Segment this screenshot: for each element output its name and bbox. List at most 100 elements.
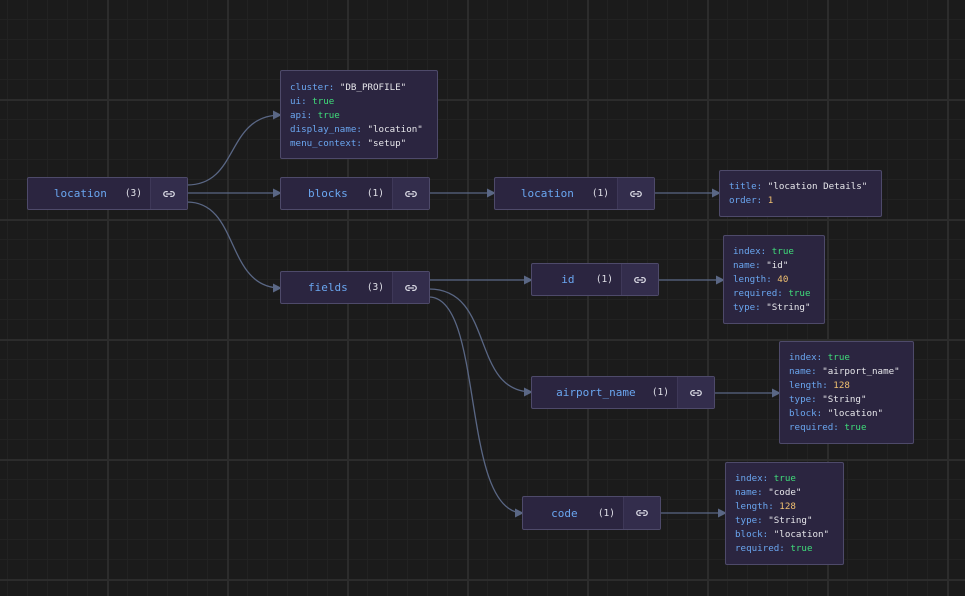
prop-row: display_name: "location" bbox=[290, 123, 428, 137]
prop-row: ui: true bbox=[290, 95, 428, 109]
prop-key: length: bbox=[789, 379, 828, 391]
prop-value: "DB_PROFILE" bbox=[339, 82, 407, 93]
prop-value: true bbox=[790, 542, 813, 554]
prop-value: "code" bbox=[768, 486, 802, 498]
link-icon[interactable] bbox=[150, 178, 187, 209]
prop-row: cluster: "DB_PROFILE" bbox=[290, 81, 428, 95]
prop-key: cluster: bbox=[290, 82, 335, 93]
prop-key: length: bbox=[735, 500, 774, 512]
prop-row: length: 128 bbox=[789, 379, 904, 393]
prop-value: "setup" bbox=[367, 137, 407, 149]
node-count: (1) bbox=[366, 188, 384, 199]
prop-row: type: "String" bbox=[789, 393, 904, 407]
prop-value: true bbox=[844, 421, 867, 433]
prop-row: length: 40 bbox=[733, 273, 815, 287]
prop-row: name: "id" bbox=[733, 259, 815, 273]
prop-row: name: "airport_name" bbox=[789, 365, 904, 379]
prop-row: length: 128 bbox=[735, 500, 834, 514]
prop-row: name: "code" bbox=[735, 486, 834, 500]
prop-value: true bbox=[788, 287, 811, 299]
prop-key: required: bbox=[789, 421, 839, 433]
prop-value: "id" bbox=[766, 259, 789, 271]
node-label: location bbox=[520, 187, 574, 200]
prop-value: "location Details" bbox=[767, 181, 868, 192]
prop-key: type: bbox=[733, 301, 761, 313]
node-count: (3) bbox=[366, 282, 384, 293]
node-block-location[interactable]: location (1) bbox=[494, 177, 655, 210]
prop-value: true bbox=[317, 109, 340, 121]
prop-key: required: bbox=[735, 542, 785, 554]
prop-row: required: true bbox=[735, 542, 834, 556]
prop-row: type: "String" bbox=[735, 514, 834, 528]
node-fields[interactable]: fields(3) bbox=[280, 271, 430, 304]
link-icon[interactable] bbox=[677, 377, 714, 408]
prop-key: type: bbox=[735, 514, 763, 526]
node-label: airport_name bbox=[556, 386, 636, 399]
props-block-location: title: "location Details"order: 1 bbox=[719, 170, 882, 217]
node-label: id bbox=[561, 273, 575, 286]
edge-fields-code bbox=[428, 296, 524, 518]
prop-value: 128 bbox=[779, 500, 796, 512]
link-icon[interactable] bbox=[617, 178, 654, 209]
prop-value: "location" bbox=[827, 407, 884, 419]
prop-row: title: "location Details" bbox=[729, 180, 872, 194]
prop-row: api: true bbox=[290, 109, 428, 123]
link-icon[interactable] bbox=[392, 272, 429, 303]
node-count: (1) bbox=[597, 507, 615, 519]
prop-row: required: true bbox=[733, 287, 815, 301]
node-label: location bbox=[53, 187, 107, 200]
edge-fields-airport-name bbox=[428, 288, 533, 397]
prop-row: required: true bbox=[789, 421, 904, 435]
prop-value: "String" bbox=[768, 514, 813, 526]
node-field-id[interactable]: id (1) bbox=[531, 263, 659, 296]
prop-row: index: true bbox=[735, 472, 834, 486]
node-field-code[interactable]: code (1) bbox=[522, 496, 661, 530]
prop-key: index: bbox=[789, 352, 823, 363]
prop-key: block: bbox=[735, 528, 769, 540]
prop-value: "location" bbox=[367, 123, 423, 135]
prop-value: 40 bbox=[777, 273, 789, 285]
prop-value: "String" bbox=[766, 301, 811, 313]
prop-key: index: bbox=[733, 246, 767, 257]
node-count: (1) bbox=[595, 274, 613, 285]
prop-key: name: bbox=[733, 259, 761, 271]
prop-value: true bbox=[312, 95, 335, 107]
prop-row: index: true bbox=[789, 351, 904, 365]
node-blocks[interactable]: blocks(1) bbox=[280, 177, 430, 210]
prop-value: true bbox=[771, 246, 794, 257]
edge-root-fields bbox=[186, 201, 282, 293]
prop-row: block: "location" bbox=[735, 528, 834, 542]
prop-value: true bbox=[773, 473, 796, 484]
link-icon[interactable] bbox=[623, 497, 660, 529]
prop-value: true bbox=[827, 352, 850, 363]
prop-value: "location" bbox=[773, 528, 830, 540]
prop-row: type: "String" bbox=[733, 301, 815, 315]
prop-row: order: 1 bbox=[729, 194, 872, 208]
prop-key: order: bbox=[729, 194, 763, 206]
prop-key: required: bbox=[733, 287, 783, 299]
node-label: code bbox=[551, 506, 578, 520]
prop-key: index: bbox=[735, 473, 769, 484]
link-icon[interactable] bbox=[621, 264, 658, 295]
prop-key: display_name: bbox=[290, 123, 362, 135]
prop-row: index: true bbox=[733, 245, 815, 259]
prop-key: block: bbox=[789, 407, 823, 419]
link-icon[interactable] bbox=[392, 178, 429, 209]
node-count: (3) bbox=[124, 188, 142, 199]
edge-root-props bbox=[186, 110, 282, 186]
node-count: (1) bbox=[591, 188, 609, 199]
node-location-root[interactable]: location (3) bbox=[27, 177, 188, 210]
prop-key: name: bbox=[789, 365, 817, 377]
prop-value: 1 bbox=[767, 194, 774, 206]
prop-key: ui: bbox=[290, 95, 307, 107]
prop-key: type: bbox=[789, 393, 817, 405]
prop-value: "String" bbox=[822, 393, 867, 405]
prop-key: length: bbox=[733, 273, 772, 285]
node-field-airport-name[interactable]: airport_name(1) bbox=[531, 376, 715, 409]
prop-value: 128 bbox=[833, 379, 850, 391]
